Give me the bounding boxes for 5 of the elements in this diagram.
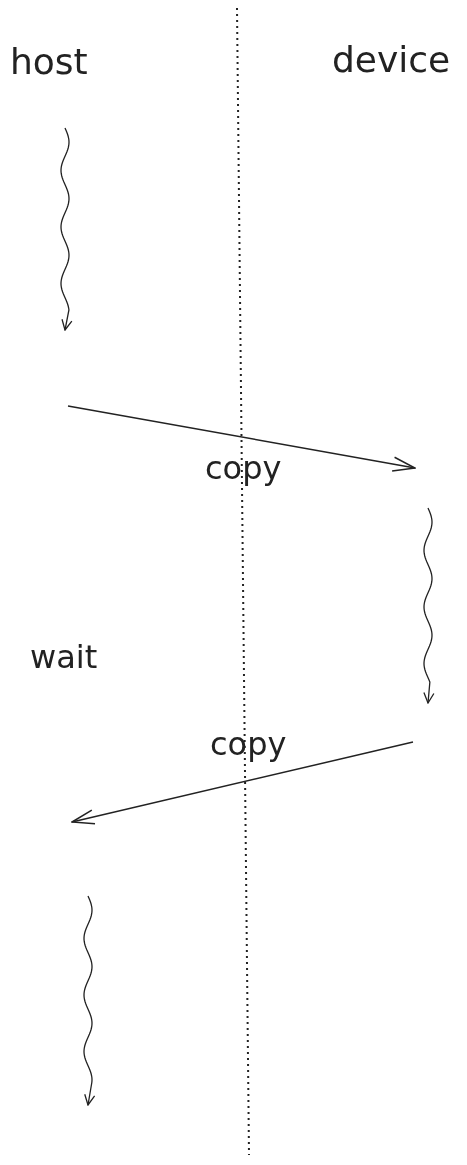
text-label: copy [210,728,287,760]
text-label: copy [205,452,282,484]
text-label: host [10,44,88,80]
text-label: wait [30,641,98,673]
text-label: device [332,42,451,78]
